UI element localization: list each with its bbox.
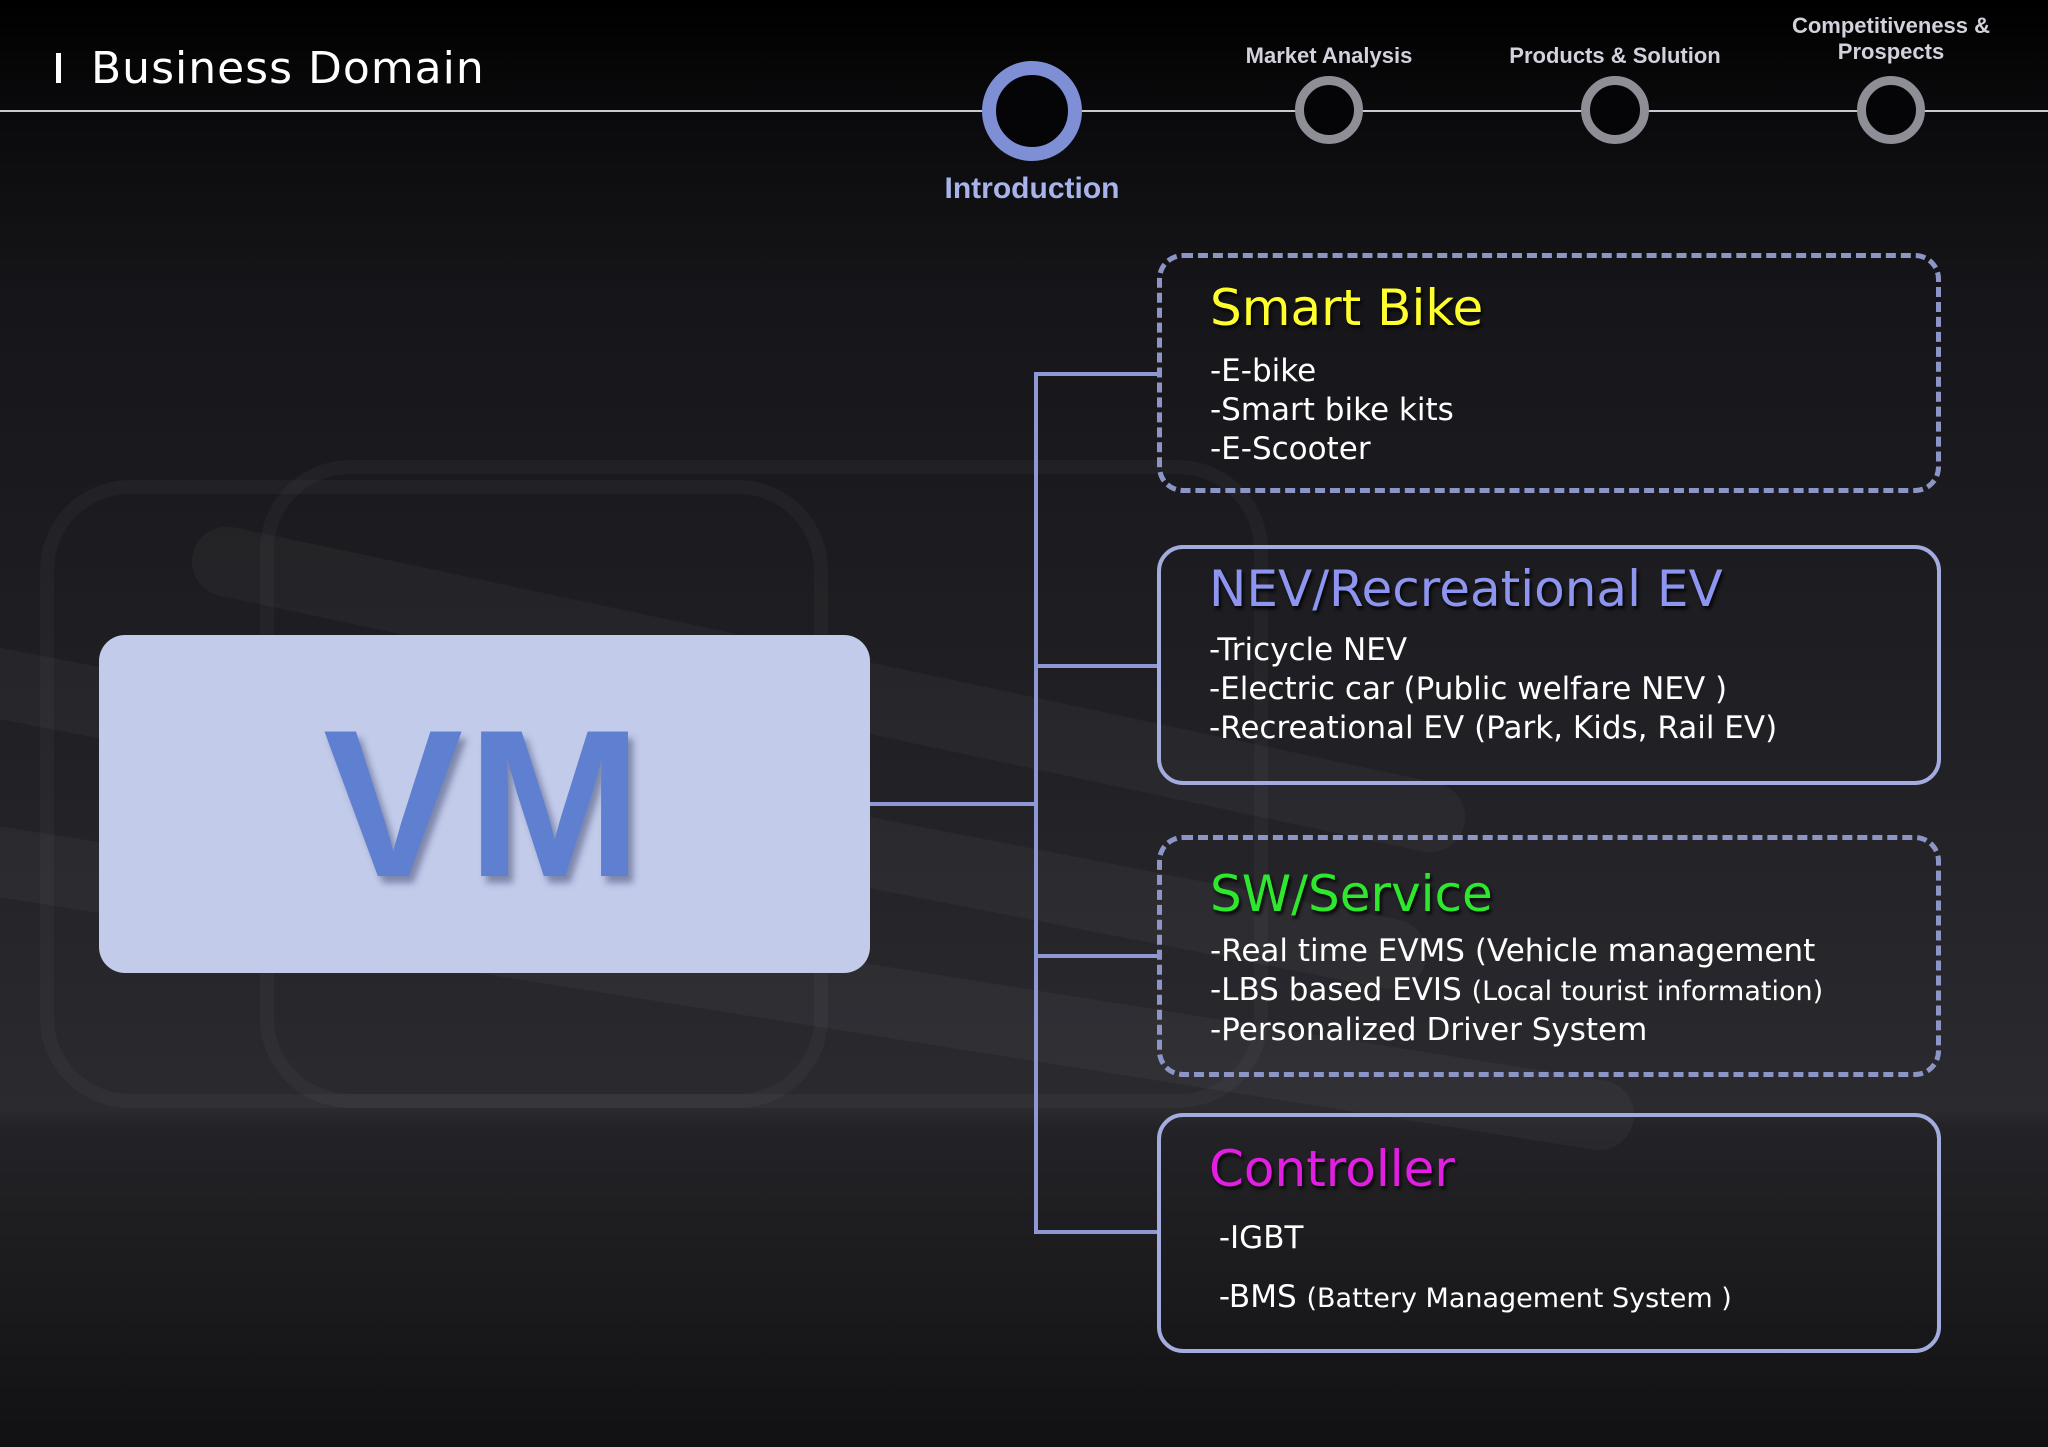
domain-items-sw-service: -Real time EVMS (Vehicle management -LBS… [1210,932,1936,1050]
domain-item: -LBS based EVIS (Local tourist informati… [1210,971,1936,1011]
page-title: Business Domain [56,40,485,96]
domain-items-controller: -IGBT -BMS (Battery Management System ) [1209,1219,1937,1318]
connector-trunk-vertical [1034,372,1038,1234]
domain-item-text: -BMS [1209,1279,1307,1315]
connector-root-horizontal [870,802,1036,806]
connector-branch-nev [1034,664,1157,668]
domain-item: -Recreational EV (Park, Kids, Rail EV) [1209,710,1778,746]
connector-branch-sw-service [1034,954,1157,958]
domain-item-text: -Personalized Driver System [1210,1012,1648,1048]
domain-item: -Electric car (Public welfare NEV ) [1209,671,1728,707]
domain-item-note: (Battery Management System ) [1306,1283,1732,1314]
domain-item: -Real time EVMS (Vehicle management [1210,932,1936,971]
step-indicator-introduction[interactable] [982,61,1082,161]
domain-box-nev-recreational-ev: NEV/Recreational EV -Tricycle NEV -Elect… [1157,545,1941,785]
connector-branch-smart-bike [1034,372,1157,376]
domain-item: -E-bike [1210,353,1317,389]
domain-item-text: -LBS based EVIS [1210,972,1472,1008]
domain-box-smart-bike: Smart Bike -E-bike -Smart bike kits -E-S… [1157,253,1941,493]
domain-title-smart-bike: Smart Bike [1210,279,1484,337]
step-indicator-market-analysis[interactable] [1295,76,1363,144]
title-accent-bar [56,53,61,83]
domain-item: -E-Scooter [1210,431,1371,467]
domain-item: -Smart bike kits [1210,392,1454,428]
domain-item-text: -Real time EVMS (Vehicle management [1210,933,1816,969]
root-node-box: VM [99,635,870,973]
domain-box-sw-service: SW/Service -Real time EVMS (Vehicle mana… [1157,835,1941,1077]
domain-title-nev-recreational-ev: NEV/Recreational EV [1209,560,1723,618]
domain-title-controller: Controller [1209,1140,1455,1198]
step-label-products-solution[interactable]: Products & Solution [1509,43,1721,68]
domain-item: -IGBT [1209,1219,1937,1258]
domain-items-nev-recreational-ev: -Tricycle NEV -Electric car (Public welf… [1209,631,1937,748]
connector-branch-controller [1034,1230,1157,1234]
step-indicator-products-solution[interactable] [1581,76,1649,144]
domain-item-note: (Local tourist information) [1471,976,1824,1007]
step-label-competitiveness-prospects[interactable]: Competitiveness & Prospects [1791,13,1991,64]
domain-item: -Personalized Driver System [1210,1011,1936,1050]
domain-title-sw-service: SW/Service [1210,865,1493,923]
page-title-text: Business Domain [91,42,485,94]
step-label-market-analysis[interactable]: Market Analysis [1245,43,1413,68]
domain-item: -Tricycle NEV [1209,632,1408,668]
domain-items-smart-bike: -E-bike -Smart bike kits -E-Scooter [1210,352,1936,469]
step-indicator-competitiveness-prospects[interactable] [1857,76,1925,144]
domain-box-controller: Controller -IGBT -BMS (Battery Managemen… [1157,1113,1941,1353]
domain-item-text: -IGBT [1209,1220,1304,1256]
step-label-introduction[interactable]: Introduction [944,172,1120,205]
root-node-label: VM [323,686,646,921]
domain-item: -BMS (Battery Management System ) [1209,1278,1937,1318]
